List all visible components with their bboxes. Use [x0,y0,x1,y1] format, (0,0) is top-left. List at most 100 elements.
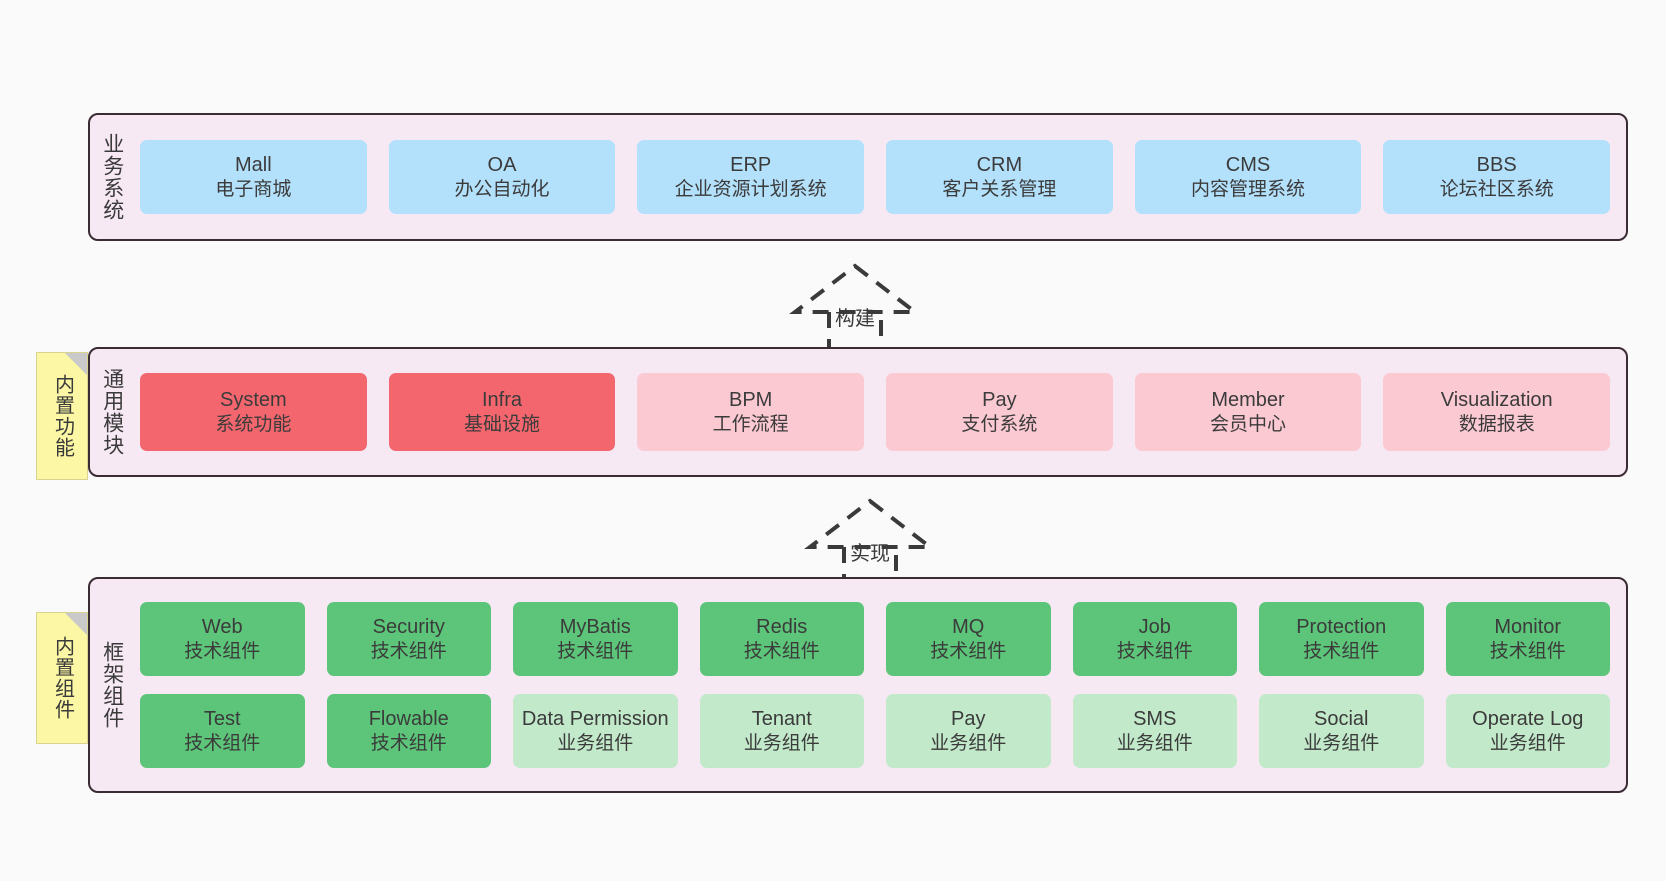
layer-framework-components-title: 框架组件 [100,641,124,729]
layer-business-system-title: 业务系统 [100,133,124,221]
card-visualization-desc: 数据报表 [1458,413,1535,435]
card-job[interactable]: Job 技术组件 [1072,602,1237,676]
card-pay-component[interactable]: Pay 业务组件 [886,694,1051,768]
layer-common-modules-body: System 系统功能 Infra 基础设施 BPM 工作流程 Pay 支付系统… [134,349,1626,475]
connector-build-label: 构建 [835,308,875,330]
card-mall[interactable]: Mall 电子商城 [140,140,367,214]
card-job-name: Job [1138,615,1171,638]
framework-tech-row: Web 技术组件 Security 技术组件 MyBatis 技术组件 Redi… [140,602,1610,676]
card-system-desc: 系统功能 [215,413,292,435]
card-redis-desc: 技术组件 [743,640,820,662]
note-fold-corner-icon [65,353,87,375]
card-cms-desc: 内容管理系统 [1191,178,1306,200]
card-monitor-desc: 技术组件 [1489,640,1566,662]
card-pay-module-desc: 支付系统 [961,413,1038,435]
card-mq[interactable]: MQ 技术组件 [886,602,1051,676]
card-cms-name: CMS [1225,153,1271,176]
card-operate-log-desc: 业务组件 [1489,732,1566,754]
card-redis-name: Redis [756,615,808,638]
card-social[interactable]: Social 业务组件 [1259,694,1424,768]
common-modules-row: System 系统功能 Infra 基础设施 BPM 工作流程 Pay 支付系统… [140,373,1611,451]
layer-common-modules: 通用模块 System 系统功能 Infra 基础设施 BPM 工作流程 Pay… [88,347,1628,477]
card-mall-desc: 电子商城 [215,178,292,200]
card-flowable[interactable]: Flowable 技术组件 [326,694,491,768]
card-protection[interactable]: Protection 技术组件 [1259,602,1424,676]
card-sms-desc: 业务组件 [1116,732,1193,754]
card-tenant-desc: 业务组件 [743,732,820,754]
card-bpm-name: BPM [729,388,773,411]
card-pay-module-name: Pay [982,388,1017,411]
card-data-permission[interactable]: Data Permission 业务组件 [513,694,678,768]
card-web[interactable]: Web 技术组件 [140,602,305,676]
card-pay-component-name: Pay [951,707,986,730]
card-oa-desc: 办公自动化 [454,178,550,200]
card-member-name: Member [1211,388,1285,411]
card-mq-desc: 技术组件 [930,640,1007,662]
card-crm-name: CRM [976,153,1023,176]
card-social-desc: 业务组件 [1303,732,1380,754]
card-protection-desc: 技术组件 [1303,640,1380,662]
card-bbs[interactable]: BBS 论坛社区系统 [1383,140,1611,214]
card-security-desc: 技术组件 [370,640,447,662]
card-social-name: Social [1314,707,1369,730]
connector-implement-label: 实现 [850,543,890,565]
note-builtin-components: 内置组件 [36,612,88,744]
card-pay-component-desc: 业务组件 [930,732,1007,754]
card-data-permission-name: Data Permission [521,707,669,730]
card-erp-name: ERP [730,153,772,176]
card-oa-name: OA [487,153,517,176]
connector-implement: 实现 [785,497,955,589]
card-crm[interactable]: CRM 客户关系管理 [886,140,1113,214]
card-security-name: Security [372,615,445,638]
card-bbs-desc: 论坛社区系统 [1439,178,1554,200]
card-infra[interactable]: Infra 基础设施 [388,373,616,451]
note-builtin-components-label: 内置组件 [51,636,74,720]
layer-common-modules-title: 通用模块 [100,368,124,456]
card-data-permission-desc: 业务组件 [557,732,634,754]
card-system[interactable]: System 系统功能 [140,373,367,451]
card-web-name: Web [201,615,243,638]
layer-framework-components-body: Web 技术组件 Security 技术组件 MyBatis 技术组件 Redi… [134,579,1626,791]
layer-business-system-body: Mall 电子商城 OA 办公自动化 ERP 企业资源计划系统 CRM 客户关系… [134,115,1626,239]
card-job-desc: 技术组件 [1116,640,1193,662]
card-mall-name: Mall [235,153,272,176]
card-mq-name: MQ [952,615,985,638]
card-test-name: Test [203,707,241,730]
card-bpm-desc: 工作流程 [712,413,789,435]
connector-build: 构建 [770,262,940,354]
card-web-desc: 技术组件 [184,640,261,662]
card-flowable-name: Flowable [368,707,449,730]
card-visualization-name: Visualization [1440,388,1553,411]
card-tenant-name: Tenant [751,707,812,730]
card-oa[interactable]: OA 办公自动化 [388,140,616,214]
card-mybatis[interactable]: MyBatis 技术组件 [513,602,678,676]
business-system-row: Mall 电子商城 OA 办公自动化 ERP 企业资源计划系统 CRM 客户关系… [140,140,1611,214]
card-tenant[interactable]: Tenant 业务组件 [699,694,864,768]
card-member[interactable]: Member 会员中心 [1134,373,1362,451]
note-builtin-functions-label: 内置功能 [51,374,74,458]
card-pay-module[interactable]: Pay 支付系统 [886,373,1113,451]
card-infra-name: Infra [481,388,523,411]
card-test[interactable]: Test 技术组件 [140,694,305,768]
card-redis[interactable]: Redis 技术组件 [699,602,864,676]
card-erp[interactable]: ERP 企业资源计划系统 [637,140,865,214]
layer-framework-components: 框架组件 Web 技术组件 Security 技术组件 MyBatis 技术组件… [88,577,1628,793]
card-operate-log[interactable]: Operate Log 业务组件 [1445,694,1610,768]
card-system-name: System [219,388,287,411]
card-security[interactable]: Security 技术组件 [326,602,491,676]
card-monitor-name: Monitor [1494,615,1562,638]
note-builtin-functions: 内置功能 [36,352,88,480]
card-crm-desc: 客户关系管理 [942,178,1057,200]
card-sms[interactable]: SMS 业务组件 [1072,694,1237,768]
card-cms[interactable]: CMS 内容管理系统 [1134,140,1362,214]
card-bpm[interactable]: BPM 工作流程 [637,373,865,451]
card-member-desc: 会员中心 [1210,413,1287,435]
card-monitor[interactable]: Monitor 技术组件 [1445,602,1610,676]
card-operate-log-name: Operate Log [1472,707,1584,730]
card-infra-desc: 基础设施 [464,413,541,435]
card-mybatis-name: MyBatis [559,615,631,638]
framework-business-row: Test 技术组件 Flowable 技术组件 Data Permission … [140,694,1610,768]
card-visualization[interactable]: Visualization 数据报表 [1383,373,1611,451]
card-protection-name: Protection [1296,615,1387,638]
